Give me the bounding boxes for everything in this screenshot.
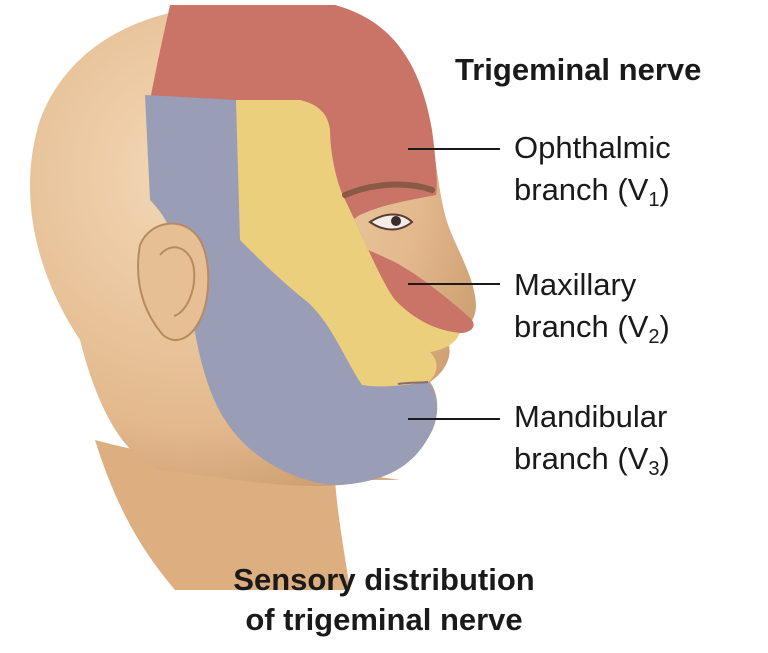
mandibular-region (145, 95, 437, 485)
diagram-title: Trigeminal nerve (455, 52, 702, 87)
ophthalmic-label: Ophthalmic branch (V1) (514, 127, 671, 221)
eye (368, 213, 414, 231)
caption-line-1: Sensory distribution (233, 562, 535, 597)
maxillary-region (236, 100, 460, 387)
caption-line-2: of trigeminal nerve (245, 602, 523, 637)
mandibular-branch-text: branch (V3) (514, 441, 670, 480)
maxillary-label: Maxillary branch (V2) (514, 264, 670, 358)
ophthalmic-name: Ophthalmic (514, 130, 671, 165)
ophthalmic-branch-text: branch (V1) (514, 172, 670, 211)
mandibular-label: Mandibular branch (V3) (514, 396, 670, 490)
mouth (397, 381, 429, 385)
eyebrow (342, 181, 435, 198)
maxillary-name: Maxillary (514, 267, 637, 302)
mandibular-name: Mandibular (514, 399, 668, 434)
ear-inner (159, 246, 196, 317)
eye-iris (391, 216, 401, 226)
maxillary-branch-text: branch (V2) (514, 309, 670, 348)
ear-shape (137, 222, 210, 341)
figure-caption: Sensory distribution of trigeminal nerve (0, 560, 768, 640)
ophthalmic-region (150, 5, 474, 333)
